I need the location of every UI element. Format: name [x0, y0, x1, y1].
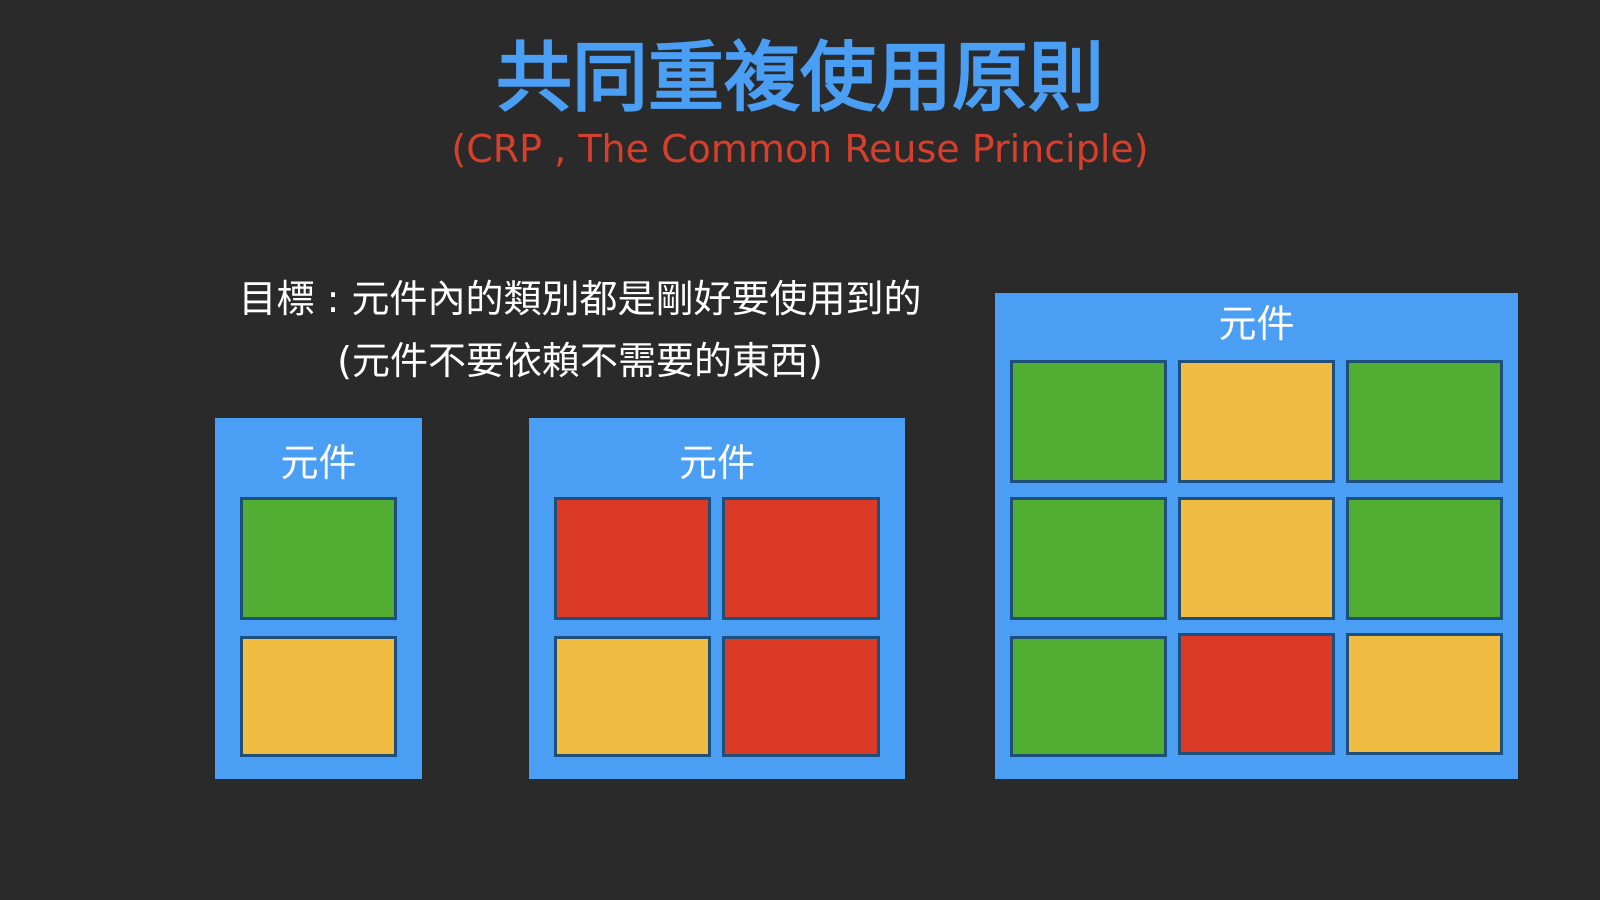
class-box-yellow — [554, 636, 711, 757]
class-box-yellow — [240, 636, 397, 757]
class-box-green — [1010, 360, 1167, 483]
class-box-yellow — [1346, 633, 1503, 755]
component-label: 元件 — [280, 441, 357, 485]
goal-line-2: (元件不要依賴不需要的東西) — [337, 339, 823, 383]
class-box-green — [1010, 497, 1167, 620]
class-box-green — [1010, 636, 1167, 757]
class-box-green — [1346, 497, 1503, 620]
goal-line-1: 目標 : 元件內的類別都是剛好要使用到的 — [238, 277, 922, 321]
class-box-red — [554, 497, 711, 620]
slide-subtitle: (CRP , The Common Reuse Principle) — [451, 127, 1149, 171]
class-box-green — [240, 497, 397, 620]
slide-title: 共同重複使用原則 — [496, 33, 1104, 122]
class-box-red — [722, 636, 880, 757]
class-box-red — [722, 497, 880, 620]
component-label: 元件 — [1218, 302, 1295, 346]
component-large: 元件 — [995, 293, 1518, 779]
class-box-yellow — [1178, 497, 1335, 620]
class-box-yellow — [1178, 360, 1335, 483]
class-box-red — [1178, 633, 1335, 755]
component-label: 元件 — [678, 441, 755, 485]
component-medium: 元件 — [529, 418, 905, 779]
component-small: 元件 — [215, 418, 422, 779]
goal-text: 目標 : 元件內的類別都是剛好要使用到的 (元件不要依賴不需要的東西) — [180, 268, 980, 392]
class-box-green — [1346, 360, 1503, 483]
